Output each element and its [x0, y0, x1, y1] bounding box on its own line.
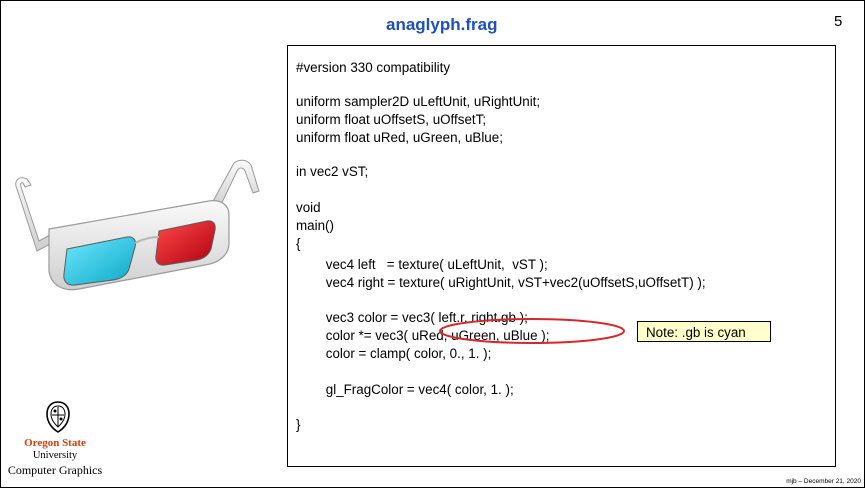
code-line: in vec2 vST; — [296, 164, 369, 179]
slide-title: anaglyph.frag — [386, 15, 498, 34]
page-number: 5 — [834, 13, 843, 30]
code-line: void — [296, 200, 321, 215]
code-line: vec3 color = vec3( left.r, right.gb ); — [296, 310, 528, 325]
code-line: uniform sampler2D uLeftUnit, uRightUnit; — [296, 94, 541, 109]
osu-name-line2: University — [32, 450, 78, 461]
code-line: vec4 right = texture( uRightUnit, vST+ve… — [296, 275, 706, 290]
department-name: Computer Graphics — [7, 463, 103, 477]
code-line: { — [296, 236, 301, 251]
code-line: gl_FragColor = vec4( color, 1. ); — [296, 382, 514, 397]
code-line: #version 330 compatibility — [296, 60, 451, 75]
code-line: color *= vec3( uRed, uGreen, uBlue ); — [296, 328, 550, 343]
code-line: vec4 left = texture( uLeftUnit, vST ); — [296, 257, 548, 272]
code-listing: #version 330 compatibility uniform sampl… — [287, 45, 836, 467]
code-line: uniform float uRed, uGreen, uBlue; — [296, 130, 503, 145]
highlight-ellipse — [439, 318, 625, 344]
osu-name-line1: Oregon State — [24, 437, 86, 449]
note-callout: Note: .gb is cyan — [637, 321, 771, 342]
footer-credit: mjb – December 21, 2020 — [786, 478, 861, 485]
code-line: color = clamp( color, 0., 1. ); — [296, 346, 492, 361]
osu-seal-icon — [46, 401, 70, 433]
code-line: uniform float uOffsetS, uOffsetT; — [296, 112, 487, 127]
anaglyph-glasses-image — [15, 159, 260, 291]
code-line: } — [296, 417, 301, 432]
code-line: main() — [296, 218, 334, 233]
